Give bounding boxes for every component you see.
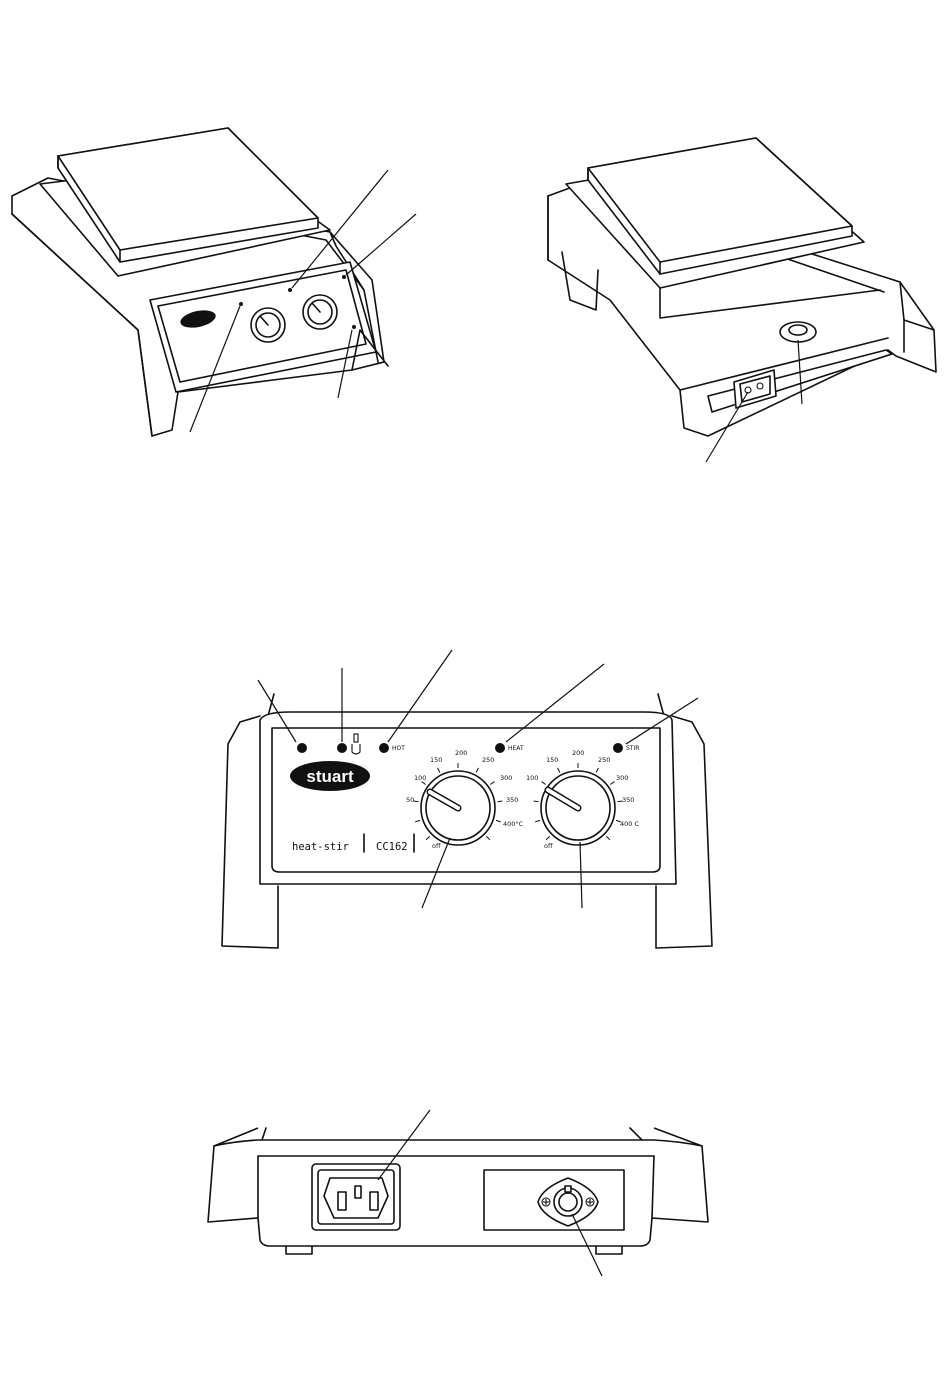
stir-light (613, 743, 623, 753)
heat-dial-label-400: 400°C (503, 820, 524, 828)
stir-dial-label-250: 250 (598, 756, 610, 764)
stir-dial-label-200: 200 (572, 749, 584, 757)
heat-dial-label-100: 100 (414, 774, 426, 782)
heat-dial-label-50: 50 (406, 796, 414, 804)
rear-panel-view (190, 1100, 720, 1290)
model-number: CC162 (376, 841, 408, 853)
svg-text:stuart: stuart (306, 767, 354, 786)
hotplate-rear-isometric (470, 100, 950, 480)
stir-dial-label-400: 400 C (620, 820, 639, 828)
heat-dial-label-350: 350 (506, 796, 518, 804)
stir-dial-label-100: 100 (526, 774, 538, 782)
hot-light (379, 743, 389, 753)
hotplate-front-isometric (0, 100, 450, 460)
probe-light (337, 743, 347, 753)
power-inlet-icon (312, 1164, 400, 1230)
stir-dial-label-350: 350 (622, 796, 634, 804)
heat-label: HEAT (508, 745, 524, 752)
heat-dial-label-300: 300 (500, 774, 512, 782)
front-control-panel-view: HOT HEAT STIR stuart heat-stir CC162 off… (200, 640, 730, 960)
hot-label: HOT (392, 745, 405, 752)
product-name: heat-stir (292, 841, 349, 853)
stir-dial-label-300: 300 (616, 774, 628, 782)
heat-dial-label-250: 250 (482, 756, 494, 764)
heat-dial-label-200: 200 (455, 749, 467, 757)
heat-dial-label-150: 150 (430, 756, 442, 764)
heat-dial-label-off: off (432, 842, 441, 850)
stir-dial-label-off: off (544, 842, 553, 850)
stir-dial-label-150: 150 (546, 756, 558, 764)
power-light (297, 743, 307, 753)
stir-label: STIR (626, 745, 639, 752)
heat-light (495, 743, 505, 753)
stuart-logo: stuart (290, 761, 370, 791)
